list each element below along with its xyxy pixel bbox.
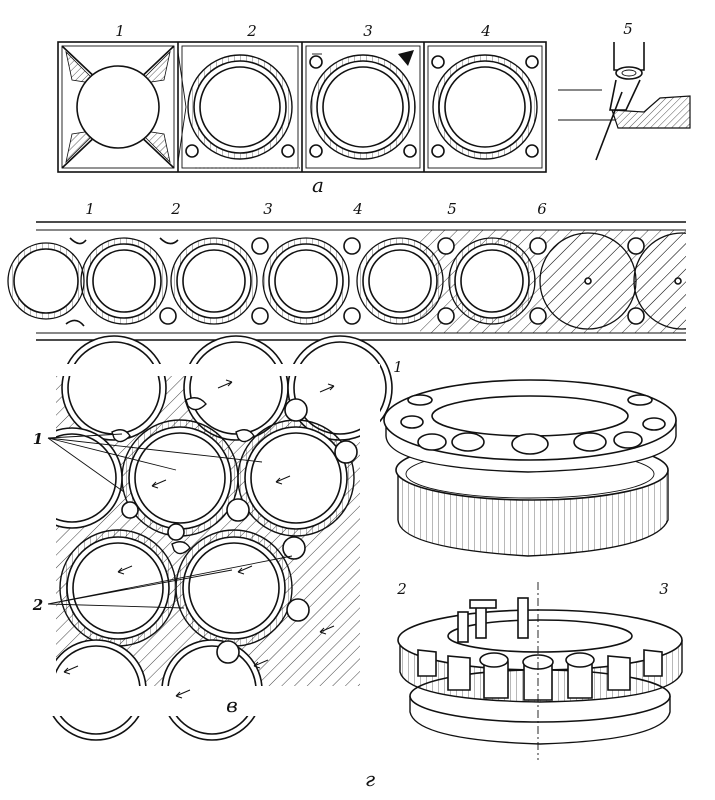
label-a-5: 5 [623,20,633,38]
flow-arrows [63,379,335,699]
label-a-4: 4 [480,22,491,40]
label-b-6: 6 [537,200,547,218]
label-g-1: 1 [393,358,403,376]
label-b-3: 3 [263,200,273,218]
label-b-2: 2 [170,200,181,218]
label-b-1: 1 [85,200,95,218]
punch-tool-detail [558,42,691,161]
label-b-5: 5 [447,200,457,218]
plate-holes [400,394,666,455]
blank-cell-2 [177,45,300,169]
panel-b: 1 2 3 4 5 6 б [7,200,715,367]
ring-station-2 [80,237,179,325]
callout-2: 2 [32,596,43,614]
label-b-4: 4 [352,200,363,218]
caption-a: а [312,173,324,197]
label-g-2: 2 [396,580,407,598]
ring-station-4 [262,237,361,325]
assembly-fixture [397,582,683,760]
assembly-plate-ring [383,379,677,557]
panel-v: 1 2 в [0,335,393,741]
callout-leaders [47,433,293,609]
label-a-1: 1 [115,22,125,40]
ring-station-6 [448,237,547,325]
caption-v: в [226,693,238,717]
blank-cell-3 [305,45,421,169]
fixture-pins [457,597,529,643]
panel-a: 1 2 3 4 5 а [57,20,691,197]
blank-cell-1 [61,45,175,169]
label-g-3: 3 [659,580,669,598]
callout-1: 1 [33,430,43,448]
ring-station-5 [356,237,455,325]
blank-cell-4 [427,45,543,169]
label-a-2: 2 [246,22,257,40]
ring-station-3 [170,237,269,325]
label-a-3: 3 [363,22,373,40]
fixture-slots [417,649,663,701]
caption-g: г [365,767,375,791]
panel-g: 1 2 3 г [365,358,683,791]
